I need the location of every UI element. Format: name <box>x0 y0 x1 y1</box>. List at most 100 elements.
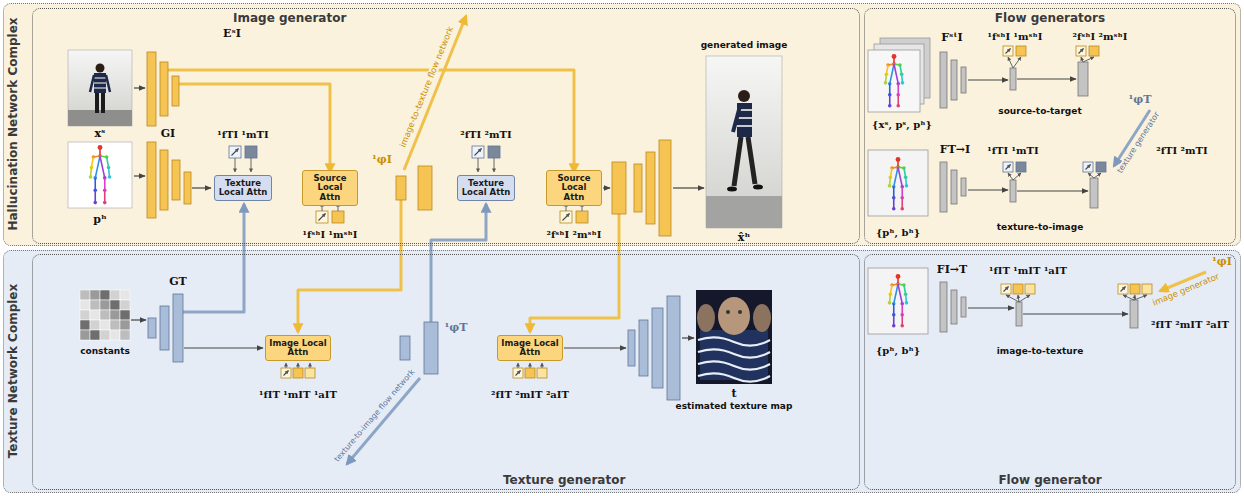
chain-arrow <box>1017 190 1088 191</box>
pose-skeleton <box>892 324 896 328</box>
pose-skeleton <box>888 157 909 211</box>
pose-skeleton <box>100 156 105 178</box>
attention-box: Source Local Attn <box>302 170 358 206</box>
math-label: ¹fˢʰI ¹mˢʰI <box>303 229 358 240</box>
constant-grid <box>100 320 110 330</box>
chain-arrow <box>131 319 146 320</box>
flow-mask-icon <box>1001 284 1011 294</box>
flow-mask-icon <box>1003 162 1013 172</box>
band-ground <box>3 3 1241 493</box>
icon-stem <box>251 158 252 172</box>
pose-skeleton <box>888 104 892 108</box>
blue-feature-block <box>639 320 648 376</box>
flow-mask-icon <box>281 368 291 378</box>
math-label: ¹φI <box>372 154 392 166</box>
math-label: EˢI <box>223 28 241 40</box>
box-label: Source Local Attn <box>550 174 598 202</box>
flow-mask-icon <box>488 146 500 158</box>
flow-mask-icon <box>1025 284 1035 294</box>
gray-feature-block <box>940 52 947 108</box>
yellow-feature-block <box>160 62 168 116</box>
pose-image <box>68 142 132 208</box>
constant-grid <box>80 290 130 340</box>
icon-stem <box>310 363 311 368</box>
flow-mask-icon <box>560 211 572 223</box>
flow-mask-icon <box>1083 162 1093 172</box>
yellow-feature-block <box>634 164 642 212</box>
pose-skeleton <box>901 81 905 85</box>
chain-arrow <box>134 175 145 176</box>
caption-label: texture generator <box>1115 109 1163 177</box>
flow-mask-icon <box>537 368 547 378</box>
math-label: ¹fTI ¹mTI <box>987 145 1038 156</box>
box-label: Texture Local Attn <box>218 179 268 198</box>
gray-feature-block <box>940 162 947 212</box>
constant-grid <box>80 300 90 310</box>
chain-arrow <box>968 307 1014 308</box>
pose-skeleton <box>894 167 898 187</box>
constant-grid <box>120 320 130 330</box>
constant-grid <box>120 290 130 300</box>
pose-image <box>868 150 928 216</box>
icon-stem <box>1081 57 1083 62</box>
icon-stem <box>235 158 236 172</box>
math-label: {pʰ, bʰ} <box>876 227 920 238</box>
icon-stem <box>530 363 531 368</box>
constant-grid <box>80 290 90 300</box>
flow-mask-icon <box>576 211 588 223</box>
gray-feature-block <box>1010 180 1016 202</box>
constant-grid <box>110 330 120 340</box>
source-photo <box>68 50 132 126</box>
chain-arrow <box>192 187 211 188</box>
pose-skeleton <box>905 301 909 305</box>
flow-mask-icon <box>472 146 484 158</box>
flow-mask-icon <box>1130 284 1140 294</box>
chain-arrow <box>131 79 1128 348</box>
caption-label: texture-to-image <box>997 223 1084 233</box>
math-label: ¹φI <box>1212 256 1232 268</box>
flow-mask-icon <box>245 146 257 158</box>
constant-grid <box>110 310 120 320</box>
yellow-feature-block <box>612 162 626 214</box>
panel-title: Flow generators <box>995 11 1105 25</box>
constant-grid <box>80 310 90 320</box>
flow-mask-icon <box>1003 162 1013 172</box>
flow-mask-icon <box>563 214 570 221</box>
constant-grid <box>90 320 100 330</box>
flow-mask-icon <box>1016 46 1026 56</box>
blue-feature-block <box>148 294 680 400</box>
flow-mask-icon <box>1016 162 1026 172</box>
gray-feature-block <box>961 297 966 317</box>
flow-mask-icon <box>560 211 572 223</box>
network-band: Texture Network ComplexTexture generator… <box>3 250 1241 493</box>
constant-grid <box>80 320 90 330</box>
source-photo <box>95 93 99 113</box>
blue-flow-line <box>183 204 244 312</box>
gray-feature-block <box>940 52 1138 332</box>
constant-grid <box>110 300 120 310</box>
icon-stem <box>518 363 519 368</box>
flow-mask-icon <box>316 211 328 223</box>
flow-mask-icon <box>281 368 291 378</box>
icon-stem <box>1094 173 1101 178</box>
generated-photo <box>706 196 782 228</box>
flow-mask-icon <box>513 368 523 378</box>
pose-skeleton <box>888 274 909 328</box>
gray-feature-block <box>1078 62 1088 96</box>
flow-mask-icon <box>332 211 344 223</box>
chain-arrow <box>564 347 626 348</box>
flow-mask-icon <box>1016 46 1026 56</box>
texture-map <box>696 290 772 384</box>
flow-mask-icon <box>1089 46 1099 56</box>
math-label: GI <box>161 128 176 140</box>
flow-mask-icon <box>1006 165 1011 170</box>
flow-mask-icon <box>232 149 239 156</box>
constant-grid <box>100 330 110 340</box>
blue-feature-block <box>160 306 169 350</box>
icon-stem <box>478 158 479 172</box>
pose-skeleton <box>898 284 902 304</box>
icon-stem <box>1123 295 1134 300</box>
blue-feature-block <box>667 296 680 400</box>
constant-grid <box>110 290 120 300</box>
generated-photo <box>727 187 737 192</box>
